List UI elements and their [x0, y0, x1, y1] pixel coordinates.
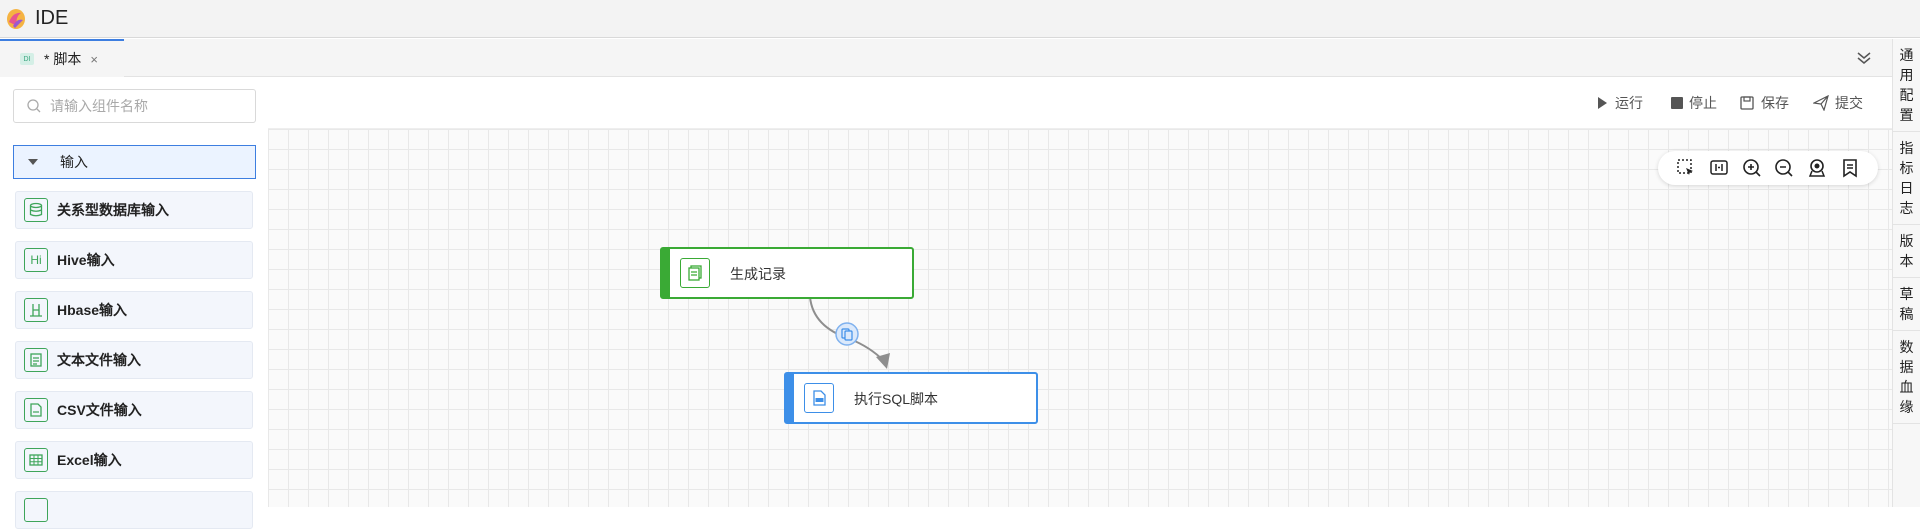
rail-char: 配 [1899, 87, 1914, 103]
select-icon[interactable] [1675, 157, 1697, 179]
search-icon [27, 99, 41, 113]
rail-data-lineage[interactable]: 数 据 血 缘 [1893, 331, 1920, 424]
tab-file-icon: DI [20, 53, 34, 65]
tab-label: * 脚本 [44, 51, 82, 67]
editor-toolbar: 运行 停止 保存 提交 [268, 78, 1892, 128]
tab-bar: DI * 脚本 × [0, 39, 1892, 77]
double-chevron-down-icon[interactable] [1854, 48, 1874, 68]
rail-char: 据 [1899, 359, 1914, 375]
zoom-in-icon[interactable] [1741, 157, 1763, 179]
component-text-file-input[interactable]: 文本文件输入 [15, 341, 253, 379]
group-input-header[interactable]: 输入 [13, 145, 256, 179]
flow-edges [809, 296, 890, 369]
group-label: 输入 [60, 154, 88, 170]
csv-file-icon [24, 398, 48, 422]
stop-icon [1671, 97, 1683, 109]
component-hive-input[interactable]: Hi Hive输入 [15, 241, 253, 279]
rail-char: 置 [1899, 107, 1914, 123]
component-label: Hive输入 [57, 252, 115, 268]
node-status-stripe [662, 249, 670, 297]
sql-script-icon [804, 383, 834, 413]
node-status-stripe [786, 374, 794, 422]
send-icon [1813, 95, 1829, 111]
file-icon [24, 498, 48, 522]
component-label: Excel输入 [57, 452, 122, 468]
rail-char: 志 [1899, 200, 1914, 216]
fit-icon[interactable] [1708, 157, 1730, 179]
rail-draft[interactable]: 草 稿 [1893, 278, 1920, 331]
bookmark-icon[interactable] [1839, 157, 1861, 179]
text-file-icon [24, 348, 48, 372]
search-input[interactable] [50, 98, 240, 114]
save-label: 保存 [1761, 95, 1789, 111]
rail-char: 通 [1899, 47, 1914, 63]
tab-script[interactable]: DI * 脚本 × [0, 39, 124, 77]
rail-char: 血 [1899, 379, 1914, 395]
rail-metrics-log[interactable]: 指 标 日 志 [1893, 132, 1920, 225]
rail-char: 稿 [1899, 306, 1914, 322]
flow-canvas[interactable]: 生成记录 执行SQL脚本 [268, 128, 1892, 507]
close-icon[interactable]: × [90, 51, 98, 67]
component-relational-db-input[interactable]: 关系型数据库输入 [15, 191, 253, 229]
database-icon [24, 198, 48, 222]
rail-general-config[interactable]: 通 用 配 置 [1893, 39, 1920, 132]
submit-button[interactable]: 提交 [1813, 93, 1863, 113]
rail-char: 本 [1899, 253, 1914, 269]
canvas-toolbar [1658, 151, 1878, 185]
rail-char: 用 [1899, 67, 1914, 83]
title-bar: IDE [0, 0, 1920, 38]
component-item-partial[interactable] [15, 491, 253, 529]
component-label: 文本文件输入 [57, 352, 141, 368]
node-label: 执行SQL脚本 [854, 391, 939, 407]
rail-char: 日 [1899, 180, 1914, 196]
component-csv-file-input[interactable]: CSV文件输入 [15, 391, 253, 429]
arrow-head-icon [876, 353, 890, 369]
rail-version[interactable]: 版 本 [1893, 225, 1920, 278]
component-label: 关系型数据库输入 [57, 202, 169, 218]
app-title: IDE [35, 7, 69, 29]
stop-button[interactable]: 停止 [1671, 93, 1717, 113]
rail-char: 版 [1899, 233, 1914, 249]
rail-char: 缘 [1899, 399, 1914, 415]
component-panel: 输入 关系型数据库输入 Hi Hive输入 Hbase输入 文本文件输入 CSV… [0, 78, 268, 529]
component-label: Hbase输入 [57, 302, 128, 318]
node-execute-sql[interactable]: 执行SQL脚本 [784, 372, 1038, 424]
component-hbase-input[interactable]: Hbase输入 [15, 291, 253, 329]
copy-glyph [844, 330, 853, 341]
component-excel-input[interactable]: Excel输入 [15, 441, 253, 479]
rail-char: 标 [1899, 160, 1914, 176]
rail-char: 草 [1899, 286, 1914, 302]
save-icon [1740, 96, 1754, 110]
node-generate-records[interactable]: 生成记录 [660, 247, 914, 299]
submit-label: 提交 [1835, 95, 1863, 111]
rail-char: 数 [1899, 339, 1914, 355]
hive-icon: Hi [24, 248, 48, 272]
rail-char: 指 [1899, 140, 1914, 156]
right-rail: 通 用 配 置 指 标 日 志 版 本 草 稿 数 据 血 缘 [1892, 39, 1920, 507]
play-icon [1598, 97, 1607, 109]
app-logo-icon [7, 8, 25, 29]
zoom-out-icon[interactable] [1773, 157, 1795, 179]
run-button[interactable]: 运行 [1595, 93, 1643, 113]
component-search [13, 89, 256, 123]
hbase-icon [24, 298, 48, 322]
run-label: 运行 [1615, 95, 1643, 111]
node-label: 生成记录 [730, 266, 786, 282]
component-label: CSV文件输入 [57, 402, 142, 418]
locate-icon[interactable] [1806, 157, 1828, 179]
save-button[interactable]: 保存 [1739, 93, 1789, 113]
stop-label: 停止 [1689, 95, 1717, 111]
record-icon [680, 258, 710, 288]
caret-down-icon [28, 159, 38, 165]
excel-icon [24, 448, 48, 472]
